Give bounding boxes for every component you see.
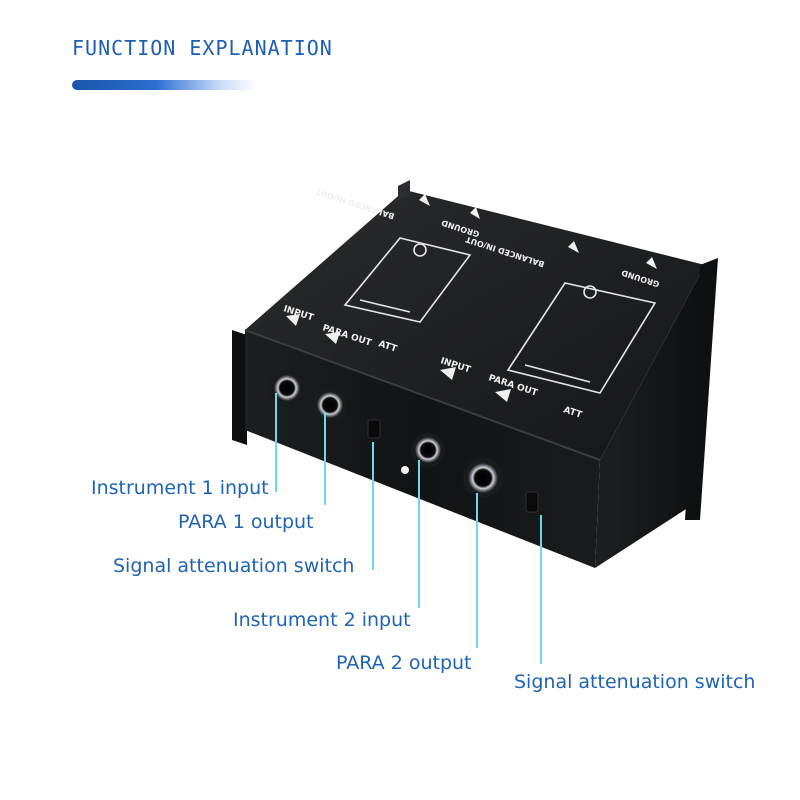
callout-signal-attenuation-switch-2: Signal attenuation switch: [514, 671, 756, 693]
callout-instrument-1-input: Instrument 1 input: [91, 477, 269, 499]
top-panel-arrows: [286, 194, 657, 402]
device-right-side: [595, 265, 705, 568]
att-switch-2: [525, 491, 539, 513]
header-accent-bar: [72, 80, 258, 90]
callout-para-2-output: PARA 2 output: [336, 652, 472, 674]
device-back-rim: [398, 180, 410, 200]
device-left-flange: [232, 330, 247, 445]
top-panel-markings: [343, 237, 657, 394]
callout-signal-attenuation-switch-1: Signal attenuation switch: [113, 555, 355, 577]
device-top-panel: [245, 190, 705, 460]
att-switch-1: [367, 419, 381, 439]
callout-para-1-output: PARA 1 output: [178, 511, 314, 533]
jack-para-2-output: [463, 458, 503, 498]
jack-instrument-2-input: [411, 433, 445, 467]
jack-para-1-output: [313, 388, 347, 422]
header-title: FUNCTION EXPLANATION: [72, 36, 333, 60]
panel-balanced-1: BALANCED IN/OUT: [314, 186, 396, 220]
callout-instrument-2-input: Instrument 2 input: [233, 609, 411, 631]
jack-instrument-1-input: [270, 371, 304, 405]
